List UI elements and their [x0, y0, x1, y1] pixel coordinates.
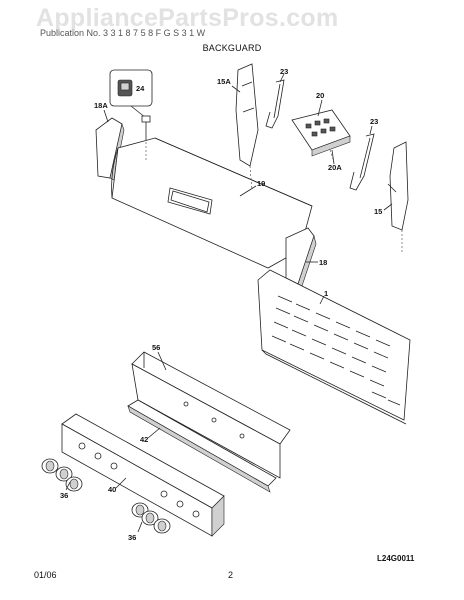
part-23-clip-upper [265, 79, 285, 129]
label-19: 19 [257, 179, 265, 188]
section-title: BACKGUARD [202, 43, 262, 53]
label-42: 42 [140, 435, 148, 444]
part-20-control-board [291, 109, 351, 163]
label-15: 15 [374, 207, 382, 216]
vent-slots [271, 295, 401, 406]
diagram-code: L24G0011 [377, 554, 415, 563]
part-24-switch [109, 69, 153, 142]
label-20a: 20A [328, 163, 342, 172]
part-15-right-bracket [387, 141, 409, 252]
label-15a: 15A [217, 77, 231, 86]
part-1-back-panel [257, 269, 411, 425]
label-56: 56 [152, 343, 160, 352]
part-40-control-panel [61, 413, 225, 537]
label-18a: 18A [94, 101, 108, 110]
label-36-left: 36 [60, 491, 68, 500]
label-1: 1 [324, 289, 328, 298]
part-15a-left-bracket [235, 63, 259, 191]
label-20: 20 [316, 91, 324, 100]
label-23-lower: 23 [370, 117, 378, 126]
watermark-logo: AppliancePartsPros.com [36, 4, 339, 32]
part-36-knobs-right [131, 502, 171, 534]
part-56-console-support [131, 351, 291, 479]
part-36-knobs-left [41, 458, 83, 492]
part-19-backguard-panel [111, 137, 313, 269]
part-42-trim-strip [127, 399, 277, 493]
footer-date: 01/06 [34, 570, 57, 580]
label-36-right: 36 [128, 533, 136, 542]
label-23-upper: 23 [280, 67, 288, 76]
label-24: 24 [136, 84, 145, 93]
publication-header: Publication No. 3 3 1 8 7 5 8 F G S 3 1 … [40, 28, 206, 38]
leader-lines [65, 73, 393, 533]
part-23-clip-lower [349, 133, 375, 191]
part-18-right-end-cap [285, 227, 317, 287]
label-40: 40 [108, 485, 116, 494]
label-18: 18 [319, 258, 327, 267]
footer-page-number: 2 [228, 570, 234, 580]
